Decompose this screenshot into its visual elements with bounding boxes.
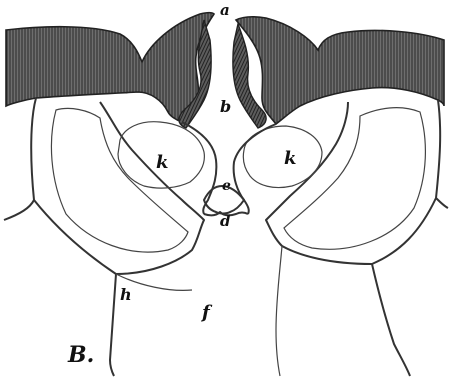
label-k-right: k (284, 148, 296, 169)
label-d: d (220, 212, 231, 230)
left-guard-cell-wall (182, 122, 216, 214)
label-f: f (200, 302, 213, 323)
right-cell-inner-outline (284, 108, 425, 250)
label-a: a (220, 1, 230, 19)
right-guard-cell-wall (234, 124, 276, 214)
right-cuticle (236, 17, 444, 124)
label-k-left: k (156, 152, 168, 173)
plate-label: B. (67, 342, 94, 368)
lower-right-wall-2 (436, 198, 448, 208)
right-epidermal-cell (266, 100, 440, 264)
left-cuticle (6, 13, 214, 123)
label-e: e (222, 178, 231, 194)
label-h: h (120, 285, 132, 304)
left-cell-inner-outline (51, 108, 188, 252)
lower-left-wall (110, 274, 116, 376)
lower-right-wall (372, 264, 410, 376)
bottom-right-cell (276, 246, 282, 376)
label-b: b (220, 97, 231, 116)
lower-left-wall-2 (4, 200, 34, 220)
